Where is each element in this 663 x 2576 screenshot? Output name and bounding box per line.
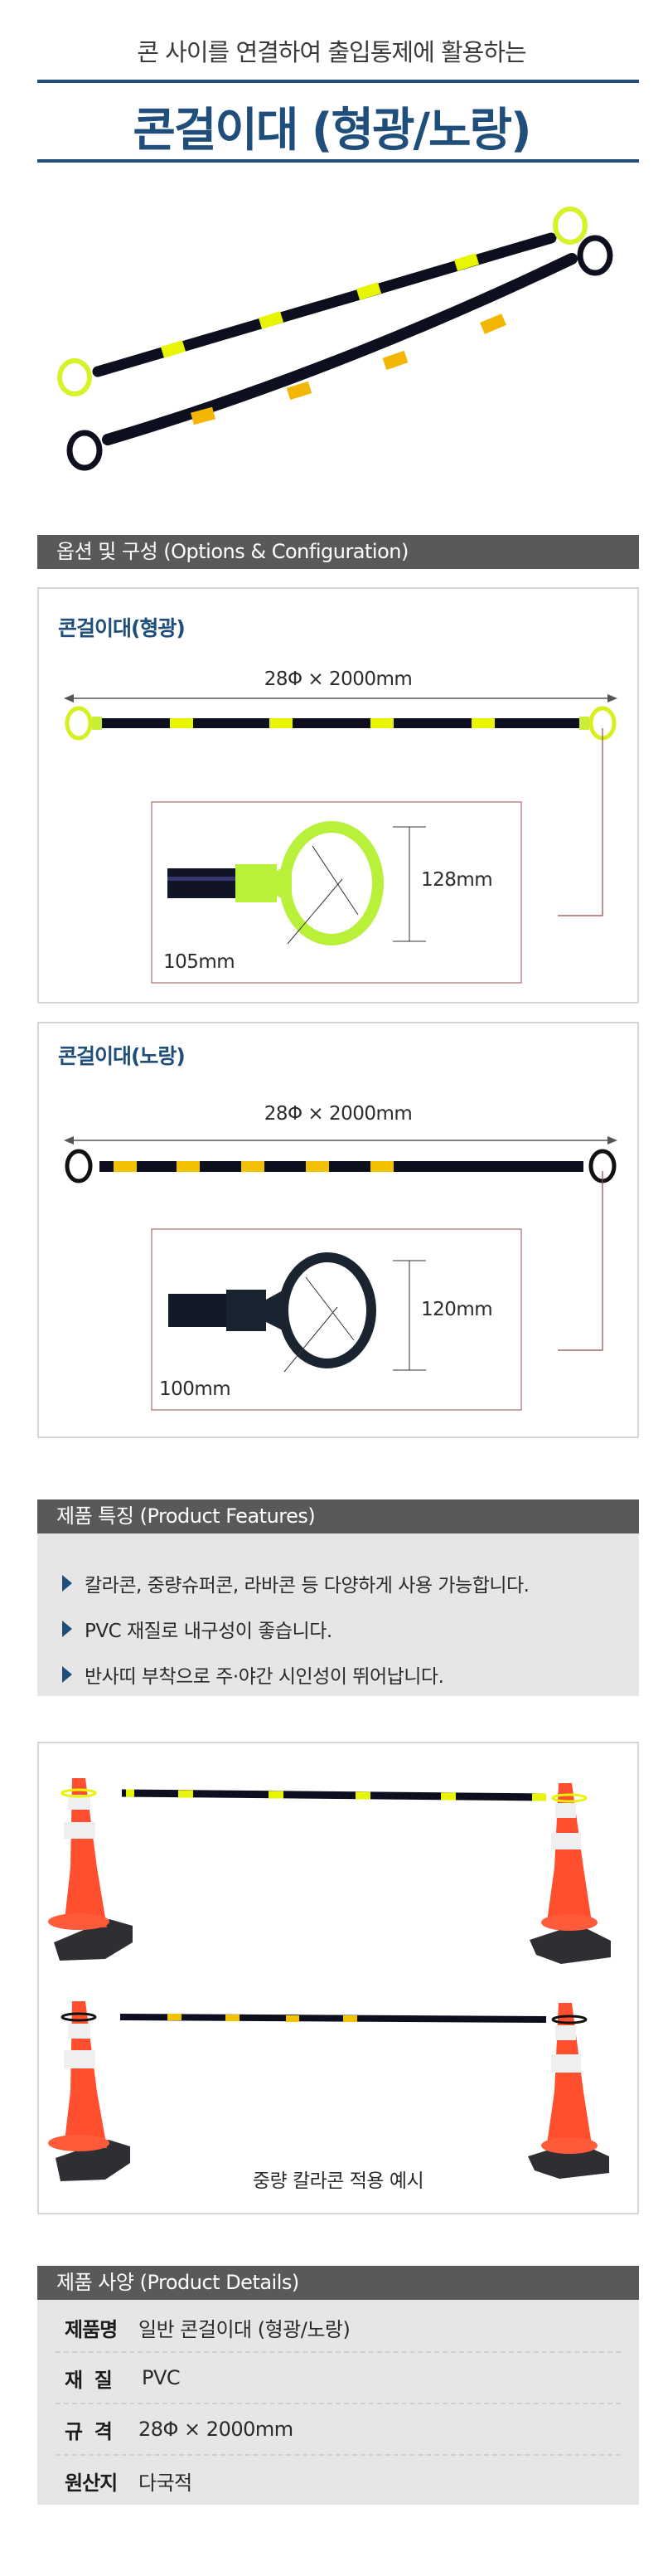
details-table: 제품명 일반 콘걸이대 (형광/노랑) 재 질 PVC 규 격 28Φ × 20…: [37, 2300, 639, 2505]
overall-dimension-label: 28Φ × 2000mm: [264, 1103, 413, 1125]
overall-dimension-label: 28Φ × 2000mm: [264, 668, 413, 690]
spec-value: 일반 콘걸이대 (형광/노랑): [138, 2317, 351, 2341]
yellow-pole-icon: [66, 235, 613, 471]
ring-inner-label: 100mm: [159, 1378, 231, 1400]
page-title: 콘걸이대 (형광/노랑): [133, 104, 531, 158]
row-divider: [56, 2403, 621, 2404]
feature-item: 칼라콘, 중량슈퍼콘, 라바콘 등 다양하게 사용 가능합니다.: [62, 1560, 639, 1606]
spec-row-material: 재 질 PVC: [37, 2353, 639, 2403]
features-panel: 칼라콘, 중량슈퍼콘, 라바콘 등 다양하게 사용 가능합니다. PVC 재질로…: [37, 1533, 639, 1696]
option-card-fluorescent: 콘걸이대(형광) 28Φ × 2000mm: [37, 587, 639, 1004]
feature-text: 반사띠 부착으로 주·야간 시인성이 뛰어납니다.: [85, 1665, 444, 1688]
spec-label: 원산지: [65, 2471, 118, 2495]
title-bottom-rule: [37, 159, 639, 163]
spec-value: 다국적: [138, 2471, 192, 2495]
spec-row-origin: 원산지 다국적: [37, 2456, 639, 2506]
ring-height-label: 128mm: [421, 869, 493, 891]
traffic-cone-icon: [48, 2001, 130, 2181]
spec-label: 규 격: [65, 2419, 113, 2443]
hero-product-image: [0, 182, 663, 498]
feature-text: 칼라콘, 중량슈퍼콘, 라바콘 등 다양하게 사용 가능합니다.: [85, 1574, 530, 1597]
spec-row-size: 규 격 28Φ × 2000mm: [37, 2404, 639, 2454]
bullet-triangle-icon: [62, 1620, 72, 1637]
usage-example-card: 중량 칼라콘 적용 예시: [37, 1742, 639, 2214]
spec-label: 재 질: [65, 2368, 113, 2392]
option-card-yellow: 콘걸이대(노랑) 28Φ × 2000mm 120mm 100mm: [37, 1022, 639, 1438]
example-caption: 중량 칼라콘 적용 예시: [252, 2170, 424, 2192]
option-title: 콘걸이대(노랑): [58, 1044, 186, 1068]
spec-label: 제품명: [65, 2317, 118, 2341]
spec-value: PVC: [142, 2366, 181, 2389]
title-top-rule: [37, 80, 639, 83]
ring-height-label: 120mm: [421, 1299, 493, 1320]
ring-inner-label: 105mm: [163, 951, 235, 973]
features-section-header: 제품 특징 (Product Features): [37, 1499, 639, 1533]
page-subtitle: 콘 사이를 연결하여 출입통제에 활용하는: [137, 38, 526, 66]
row-divider: [56, 2351, 621, 2353]
spec-value: 28Φ × 2000mm: [138, 2418, 293, 2441]
feature-text: PVC 재질로 내구성이 좋습니다.: [85, 1620, 332, 1642]
bullet-triangle-icon: [62, 1665, 72, 1683]
traffic-cone-icon: [48, 1778, 133, 1961]
yellow-diagram: [64, 1136, 617, 1411]
feature-item: PVC 재질로 내구성이 좋습니다.: [62, 1606, 639, 1651]
traffic-cone-icon: [528, 2003, 609, 2179]
row-divider: [56, 2454, 621, 2456]
traffic-cone-icon: [530, 1783, 611, 1964]
options-section-header: 옵션 및 구성 (Options & Configuration): [37, 535, 639, 569]
spec-row-name: 제품명 일반 콘걸이대 (형광/노랑): [37, 2303, 639, 2351]
cone-example-illustration: [48, 1778, 611, 2181]
bullet-triangle-icon: [62, 1574, 72, 1592]
details-section-header: 제품 사양 (Product Details): [37, 2266, 639, 2300]
feature-item: 반사띠 부착으로 주·야간 시인성이 뛰어납니다.: [62, 1651, 639, 1697]
fluorescent-diagram: [64, 694, 617, 984]
option-title: 콘걸이대(형광): [58, 616, 186, 640]
fluorescent-pole-icon: [57, 207, 588, 396]
